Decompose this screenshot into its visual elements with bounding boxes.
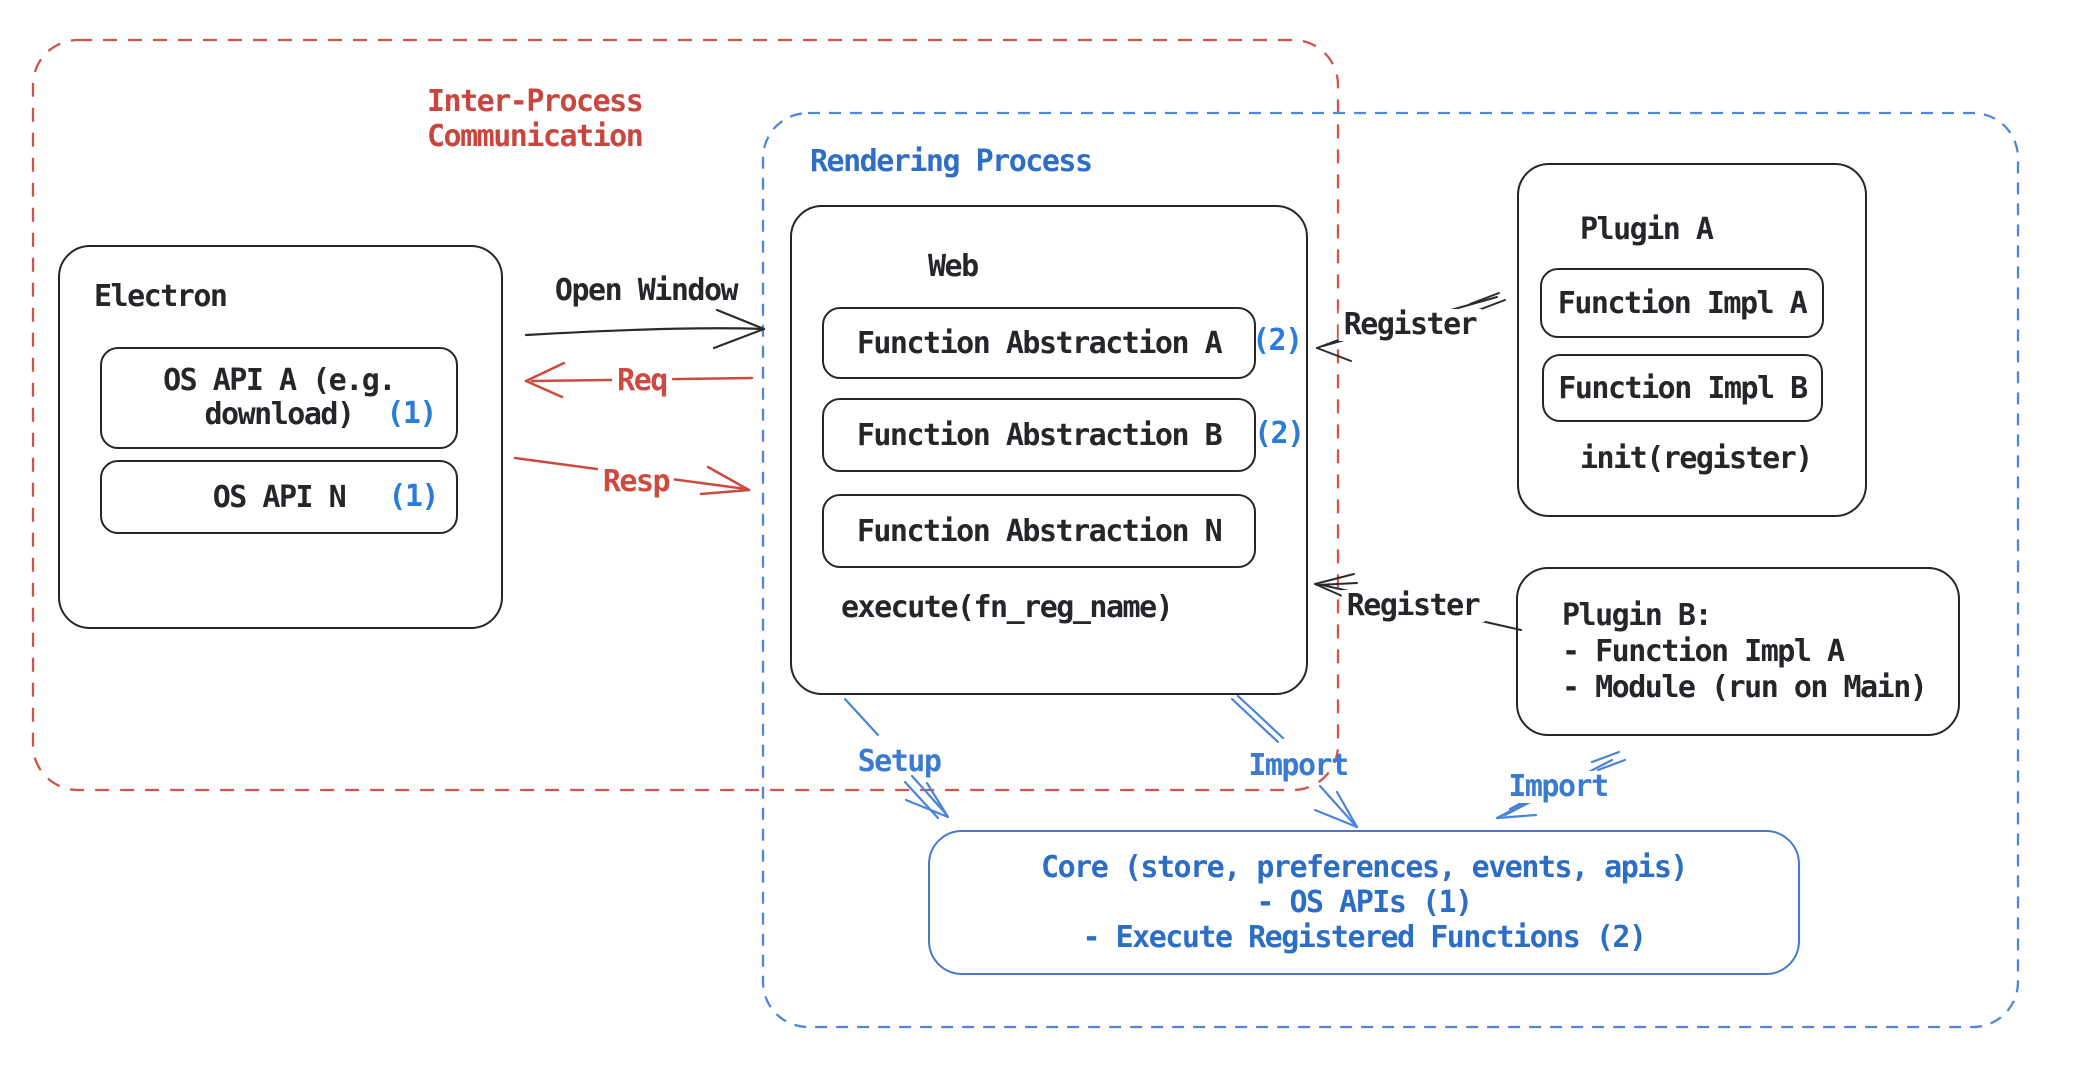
ipc-group-border <box>31 38 1340 792</box>
core-box: Core (store, preferences, events, apis) … <box>928 830 1800 975</box>
core-line3: - Execute Registered Functions (2) <box>1082 920 1647 955</box>
execute-label: execute(fn_reg_name) <box>841 590 1174 625</box>
function-impl-a-box: Function Impl A <box>1540 268 1824 338</box>
function-impl-b-label: Function Impl B <box>1558 370 1808 406</box>
import-plugin-b-label: Import <box>1503 771 1613 803</box>
register-plugin-a-label: Register <box>1338 309 1482 341</box>
import-web-arrow <box>1230 694 1359 829</box>
os-api-a-box: OS API A (e.g. download) (1) <box>100 347 458 449</box>
import-web-label: Import <box>1248 748 1349 783</box>
os-api-a-line2: download) <box>204 397 355 432</box>
req-label: Req <box>612 365 672 397</box>
ipc-title-line2: Communication <box>427 119 644 154</box>
open-window-label: Open Window <box>554 273 739 308</box>
function-abstraction-a-box: Function Abstraction A <box>822 307 1256 379</box>
open-window-arrow <box>524 308 766 350</box>
function-impl-b-box: Function Impl B <box>1542 354 1823 422</box>
function-abstraction-b-label: Function Abstraction B <box>856 417 1223 453</box>
setup-arrow <box>843 697 950 820</box>
plugin-b-box: Plugin B: - Function Impl A - Module (ru… <box>1516 567 1960 736</box>
rendering-group-title: Rendering Process <box>810 144 1093 179</box>
core-line2: - OS APIs (1) <box>1256 885 1473 920</box>
os-api-n-tag: (1) <box>388 478 439 514</box>
electron-title: Electron <box>94 279 228 314</box>
function-impl-a-label: Function Impl A <box>1557 285 1808 321</box>
function-abstraction-n-label: Function Abstraction N <box>856 513 1223 549</box>
rendering-group-border <box>761 111 2020 1029</box>
os-api-a-line1: OS API A (e.g. <box>163 363 396 398</box>
function-abstraction-n-box: Function Abstraction N <box>822 494 1256 568</box>
function-abstraction-b-tag: (2) <box>1254 416 1305 451</box>
electron-box: Electron OS API A (e.g. download) (1) OS… <box>58 245 503 629</box>
plugin-a-title: Plugin A <box>1580 212 1714 247</box>
core-line1: Core (store, preferences, events, apis) <box>1041 850 1688 885</box>
function-abstraction-b-box: Function Abstraction B <box>822 398 1256 472</box>
plugin-b-line1: Plugin B: <box>1562 597 1713 633</box>
ipc-group-title: Inter-Process Communication <box>427 84 644 154</box>
setup-label: Setup <box>857 744 942 779</box>
web-box: Web Function Abstraction A (2) Function … <box>790 205 1308 695</box>
function-abstraction-a-label: Function Abstraction A <box>856 325 1223 361</box>
os-api-n-label: OS API N <box>212 479 347 515</box>
os-api-a-tag: (1) <box>386 396 437 431</box>
plugin-b-text: Plugin B: - Function Impl A - Module (ru… <box>1518 569 1958 734</box>
os-api-n-box: OS API N (1) <box>100 460 458 534</box>
register-plugin-b-label: Register <box>1341 590 1485 622</box>
plugin-b-line3: - Module (run on Main) <box>1562 669 1928 705</box>
init-register-label: init(register) <box>1580 441 1813 476</box>
plugin-a-box: Plugin A Function Impl A Function Impl B… <box>1517 163 1867 517</box>
function-abstraction-a-tag: (2) <box>1252 323 1303 358</box>
plugin-b-line2: - Function Impl A <box>1562 633 1845 669</box>
ipc-title-line1: Inter-Process <box>427 84 644 119</box>
web-title: Web <box>928 249 979 284</box>
resp-label: Resp <box>597 466 675 498</box>
